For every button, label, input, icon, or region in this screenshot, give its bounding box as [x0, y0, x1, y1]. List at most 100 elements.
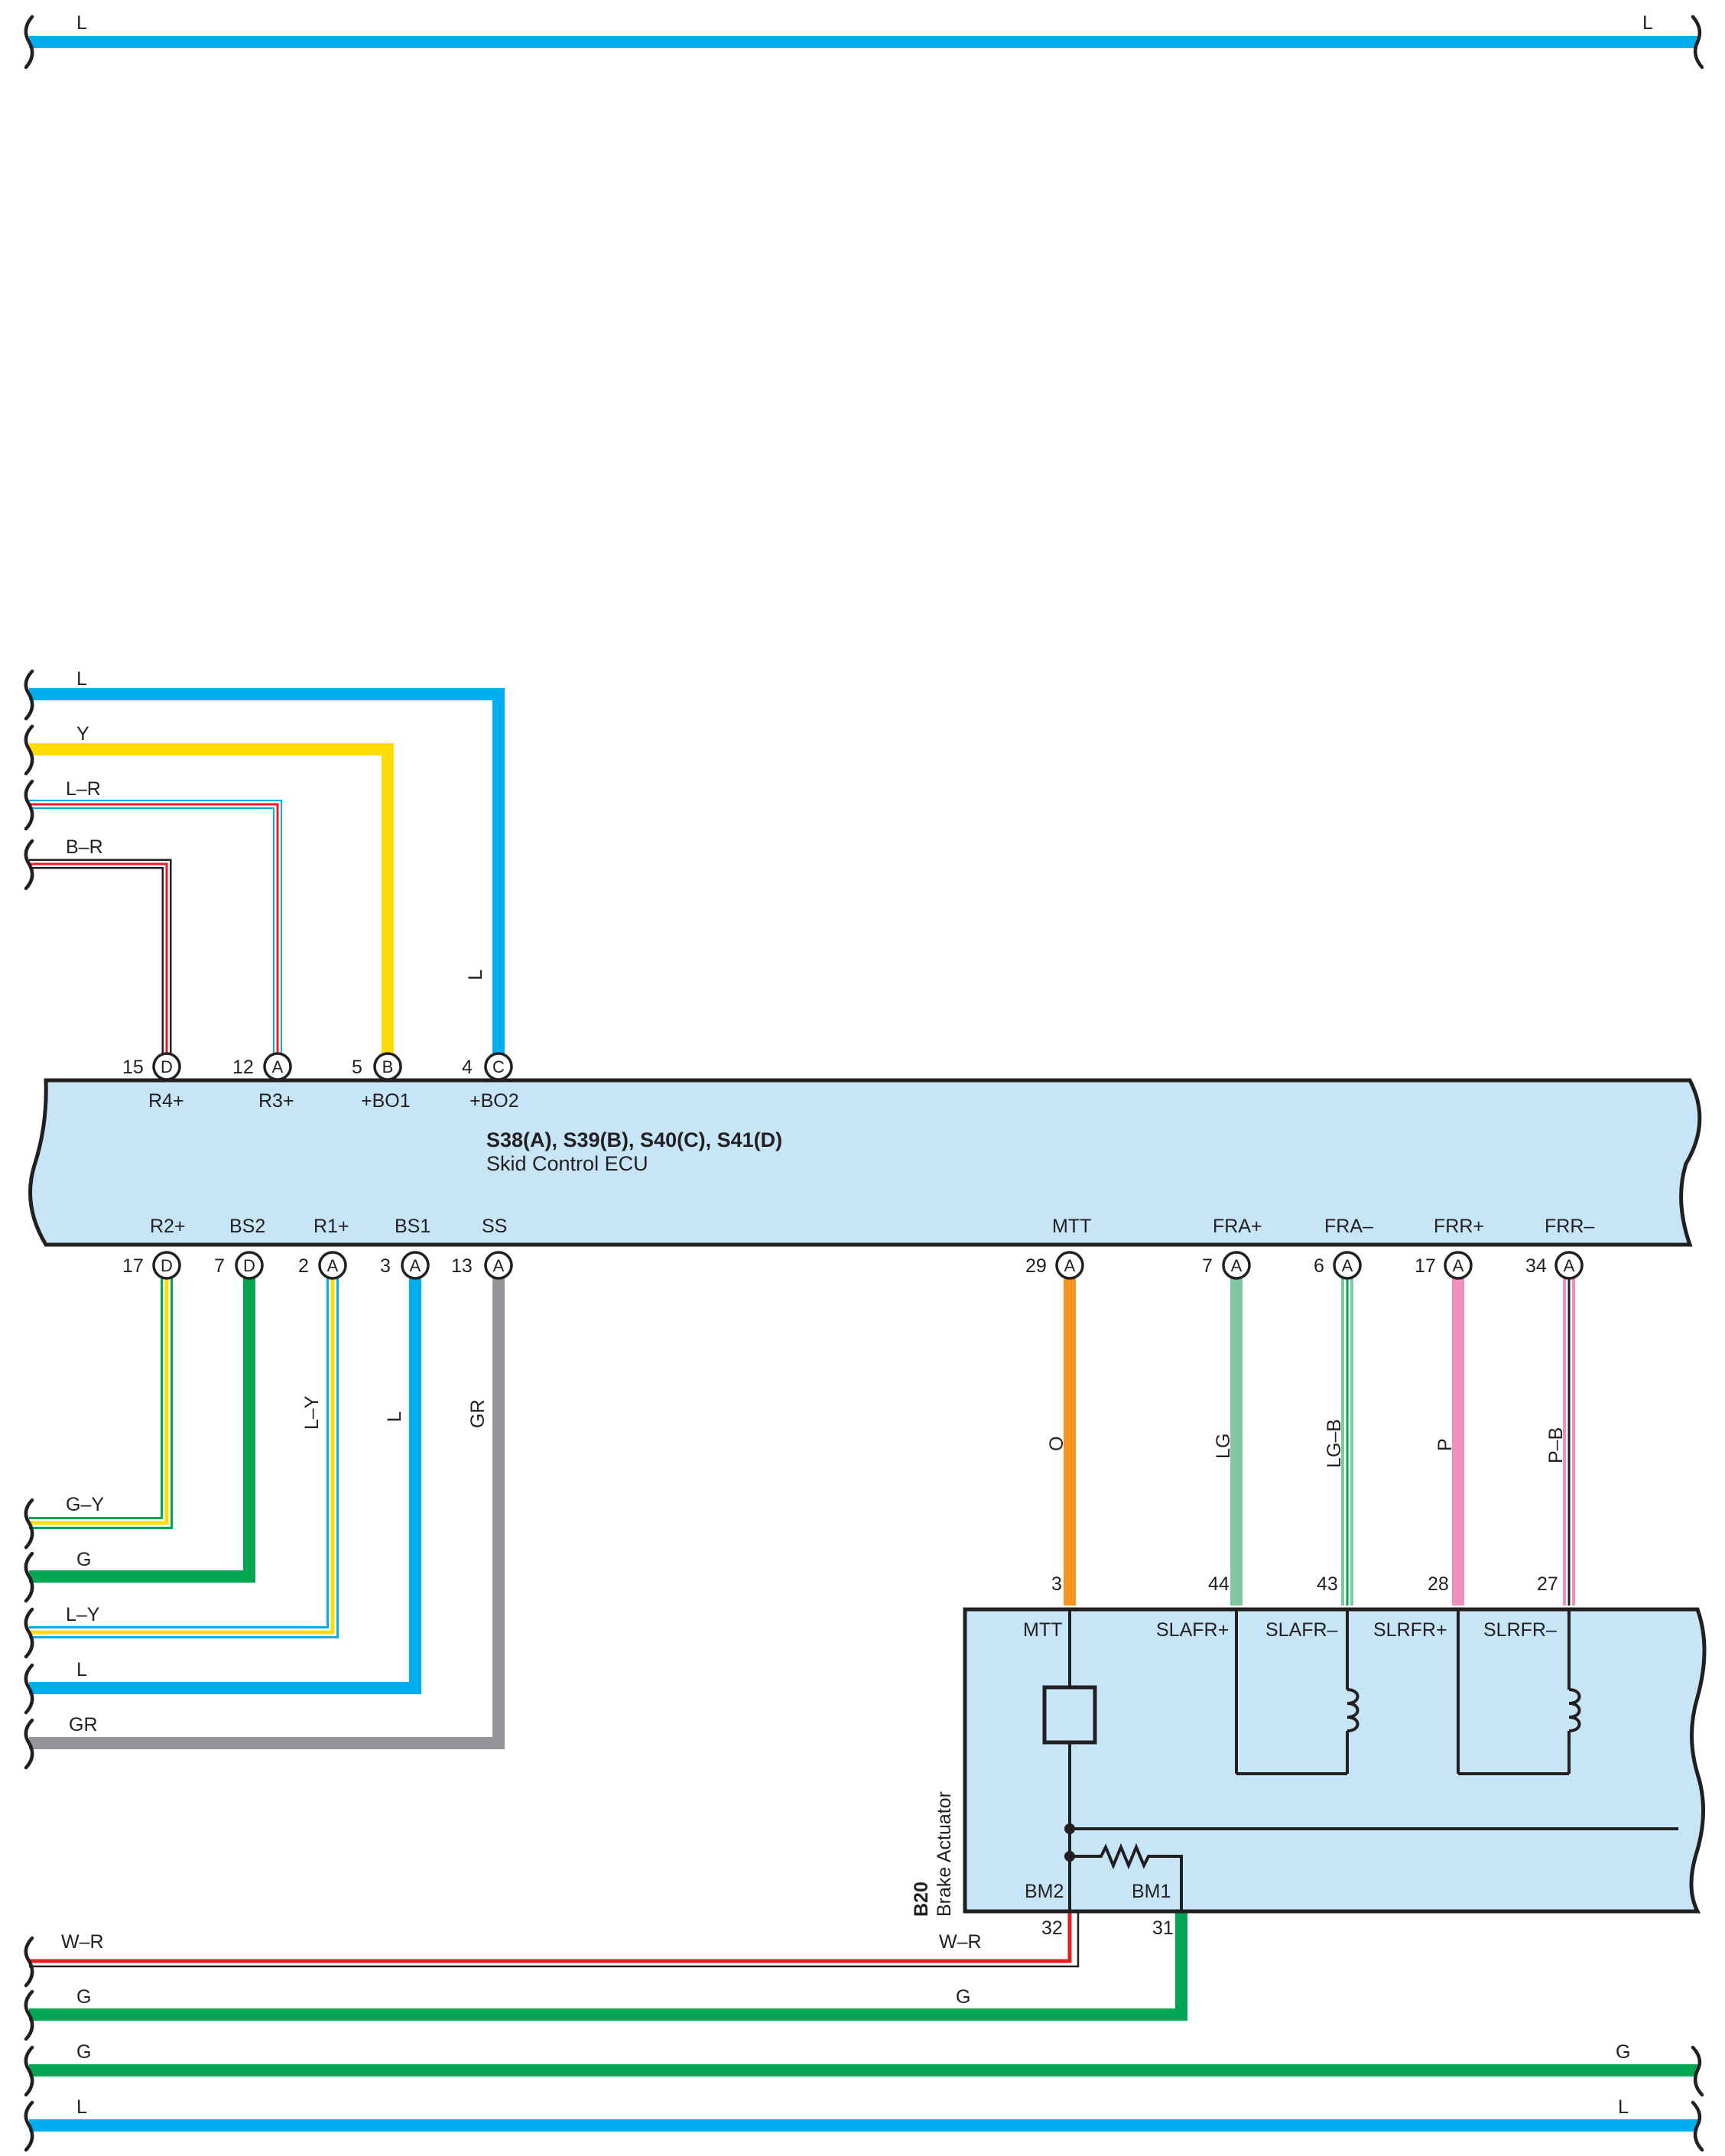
terminal-name: FRR+ [1434, 1216, 1484, 1237]
lower-wire-label-1: G–Y [66, 1494, 104, 1515]
terminal-name: BS1 [395, 1216, 430, 1237]
ecu-top-pin-4: C 4 +BO2 [462, 1052, 519, 1112]
actuator-pin-5: 27 [1537, 1573, 1558, 1595]
connector-label: A [493, 1256, 505, 1275]
connector-label: B [382, 1057, 394, 1076]
terminal-name: FRR– [1545, 1216, 1594, 1237]
pin-number: 7 [1202, 1255, 1213, 1277]
ecu-top-pin-2: A 12 R3+ [232, 1052, 294, 1112]
bottom-wire-wr-mid: W–R [939, 1931, 982, 1953]
bottom-wire-g1-mid: G [956, 1986, 970, 2008]
top-l-wire: L L [24, 12, 1704, 70]
pin-number: 3 [380, 1255, 391, 1277]
bm1-resistor [1070, 1843, 1183, 1911]
ecu-top-pin-3: B 5 +BO1 [352, 1052, 411, 1112]
pin-number: 15 [122, 1057, 144, 1078]
ecu-bottom-pin-1: D 17 R2+ [122, 1216, 186, 1280]
connector-label: D [161, 1256, 173, 1275]
actuator-pin-1: 3 [1051, 1573, 1062, 1595]
lower-wire-label-4: L [76, 1659, 87, 1680]
ecu-subtitle: Skid Control ECU [486, 1152, 648, 1175]
terminal-name: FRA+ [1213, 1216, 1262, 1237]
connector-label: A [1342, 1256, 1353, 1275]
connector-label: A [1564, 1256, 1575, 1275]
terminal-name: R3+ [258, 1090, 294, 1112]
terminal-name: MTT [1052, 1216, 1091, 1237]
pin-number: 29 [1025, 1255, 1047, 1277]
brake-actuator-box: B20 Brake Actuator MTT SLAFR+ SLAFR– SLR… [911, 1573, 1707, 1939]
terminal-name: R2+ [150, 1216, 186, 1237]
actuator-pin-3: 43 [1317, 1573, 1338, 1595]
bottom-wire-group: W–R W–R G G G G L L [24, 1904, 1704, 2152]
lower-vertical-label-1: L–Y [301, 1395, 323, 1430]
connector-label: A [410, 1256, 421, 1275]
slafr-solenoid-coil [1347, 1688, 1360, 1732]
slrfr-solenoid-coil [1568, 1688, 1581, 1732]
actuator-term-1: MTT [1023, 1619, 1062, 1641]
upper-wire-label-2: Y [76, 723, 89, 745]
bottom-wire-wr-left: W–R [61, 1931, 104, 1953]
pin-number: 17 [1415, 1255, 1436, 1277]
connector-label: A [1231, 1256, 1243, 1275]
lower-vertical-label-3: GR [467, 1400, 489, 1429]
ecu-bottom-pin-9: A 17 FRR+ [1415, 1216, 1484, 1280]
actuator-name: Brake Actuator [934, 1791, 955, 1917]
connector-label: A [1064, 1256, 1076, 1275]
connector-label: A [272, 1057, 284, 1076]
connector-label: D [243, 1256, 255, 1275]
connector-label: C [492, 1057, 505, 1076]
ecu-box: S38(A), S39(B), S40(C), S41(D) Skid Cont… [28, 1078, 1702, 1247]
actuator-term-3: SLAFR– [1265, 1619, 1338, 1641]
actuator-ground-term-2: BM1 [1132, 1881, 1171, 1902]
actuator-wire-group: O LG LG–B P P–B [1046, 1273, 1575, 1606]
terminal-name: +BO1 [361, 1090, 411, 1112]
actuator-term-4: SLRFR+ [1373, 1619, 1447, 1641]
top-wire-label-left: L [76, 12, 87, 34]
pin-number: 34 [1525, 1255, 1547, 1277]
terminal-name: BS2 [229, 1216, 265, 1237]
bottom-wire-g1-left: G [76, 1986, 91, 2008]
terminal-name: R1+ [313, 1216, 349, 1237]
terminal-name: +BO2 [469, 1090, 519, 1112]
upper-wire-label-4: B–R [66, 836, 103, 858]
upper-vertical-label: L [465, 969, 486, 980]
actuator-term-5: SLRFR– [1483, 1619, 1557, 1641]
upper-wire-group: L Y L–R B–R L [24, 668, 505, 1059]
actuator-ground-term-1: BM2 [1025, 1881, 1064, 1902]
lower-wire-group: G–Y G L–Y L GR L–Y L GR [24, 1273, 505, 1770]
actuator-ground-pin-2: 31 [1152, 1917, 1174, 1939]
connector-label: A [327, 1256, 339, 1275]
top-wire-label-right: L [1642, 12, 1653, 34]
terminal-name: R4+ [148, 1090, 184, 1112]
pin-number: 5 [352, 1057, 362, 1078]
lower-wire-label-3: L–Y [66, 1604, 100, 1625]
actuator-wire-label-1: O [1046, 1437, 1067, 1451]
ecu-bottom-pin-3: A 2 R1+ [298, 1216, 349, 1280]
terminal-name: FRA– [1324, 1216, 1373, 1237]
actuator-wire-label-3: LG–B [1324, 1419, 1345, 1468]
actuator-wire-label-2: LG [1213, 1434, 1234, 1459]
ecu-bottom-pin-7: A 7 FRA+ [1202, 1216, 1262, 1280]
upper-wire-label-3: L–R [66, 778, 101, 800]
actuator-wire-label-5: P–B [1545, 1427, 1567, 1463]
actuator-wire-label-4: P [1434, 1438, 1456, 1451]
bottom-wire-l-right: L [1618, 2096, 1629, 2118]
lower-wire-label-2: G [76, 1549, 91, 1570]
actuator-pin-4: 28 [1428, 1573, 1449, 1595]
connector-label: D [161, 1057, 173, 1076]
actuator-code: B20 [911, 1882, 932, 1917]
ecu-bottom-pin-6: A 29 MTT [1025, 1216, 1091, 1280]
bottom-wire-l-left: L [76, 2096, 87, 2118]
lower-wire-label-5: GR [69, 1714, 98, 1736]
ecu-title: S38(A), S39(B), S40(C), S41(D) [486, 1128, 782, 1151]
pin-number: 7 [214, 1255, 225, 1277]
actuator-ground-pin-1: 32 [1041, 1917, 1063, 1939]
upper-wire-label-1: L [76, 668, 87, 690]
ecu-top-pin-1: D 15 R4+ [122, 1052, 184, 1112]
bottom-wire-g2-left: G [76, 2041, 91, 2063]
ecu-bottom-pin-8: A 6 FRA– [1314, 1216, 1373, 1280]
actuator-term-2: SLAFR+ [1156, 1619, 1229, 1641]
pin-number: 6 [1314, 1255, 1324, 1277]
connector-label: A [1453, 1256, 1464, 1275]
